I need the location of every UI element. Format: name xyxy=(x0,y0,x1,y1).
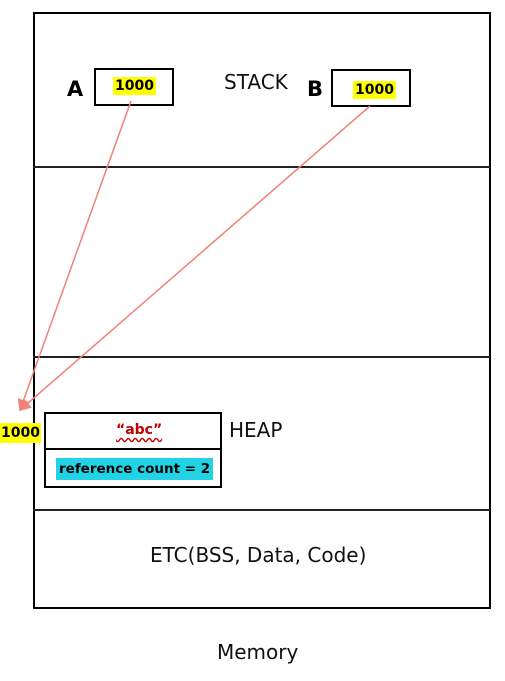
variable-b-box: 1000 xyxy=(331,69,411,107)
variable-a-name: A xyxy=(67,77,84,101)
memory-caption: Memory xyxy=(217,640,299,664)
variable-a-value: 1000 xyxy=(113,77,156,95)
heap-object: “abc” reference count = 2 xyxy=(44,412,222,488)
reference-count-label: reference count = 2 xyxy=(56,458,214,480)
divider-heap-top xyxy=(33,356,490,358)
heap-label: HEAP xyxy=(229,418,283,442)
variable-a-box: 1000 xyxy=(94,68,174,106)
etc-label: ETC(BSS, Data, Code) xyxy=(150,543,367,567)
heap-object-value-cell: “abc” xyxy=(46,414,220,450)
divider-heap-bottom xyxy=(33,509,490,511)
divider-stack-bottom xyxy=(33,166,490,168)
pointer-arrow-b xyxy=(18,105,371,411)
heap-address-label: 1000 xyxy=(0,423,41,443)
stack-label: STACK xyxy=(224,70,288,94)
variable-b-value: 1000 xyxy=(353,81,396,99)
variable-b-name: B xyxy=(307,77,324,101)
pointer-arrow-a xyxy=(17,100,132,412)
heap-string-value: “abc” xyxy=(116,422,163,438)
